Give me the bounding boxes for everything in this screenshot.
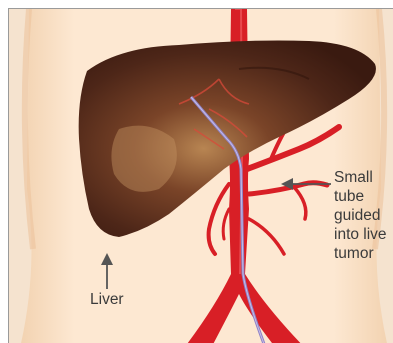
tube-label: Small tube guided into live tumor <box>334 168 387 263</box>
tube-label-line: tube <box>334 187 387 206</box>
tube-label-line: guided <box>334 206 387 225</box>
tube-label-line: into live <box>334 225 387 244</box>
liver-label: Liver <box>90 290 124 309</box>
tube-label-line: tumor <box>334 244 387 263</box>
tube-label-line: Small <box>334 168 387 187</box>
